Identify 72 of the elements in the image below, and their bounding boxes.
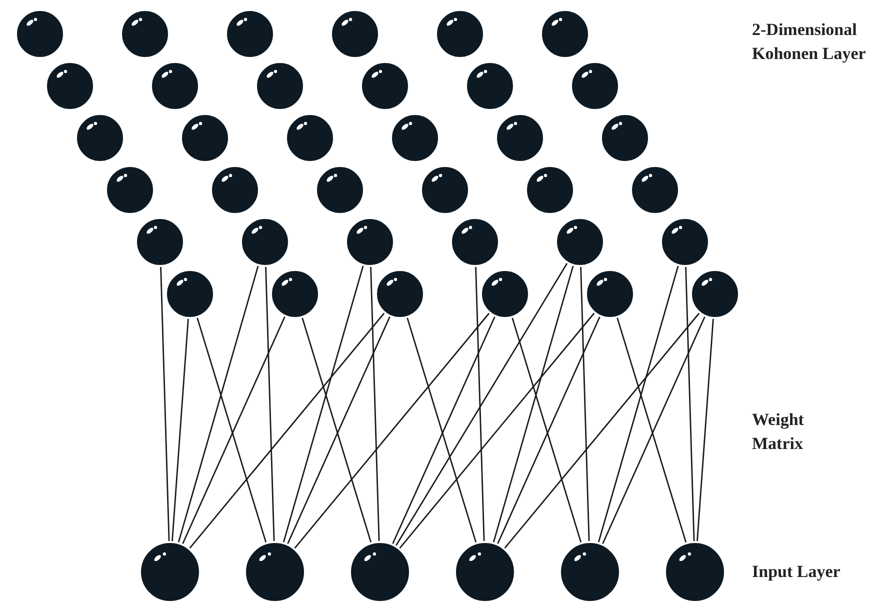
neuron-sphere [450, 217, 500, 267]
connection-line [392, 316, 496, 545]
connection-line [511, 316, 582, 544]
neuron-sphere [240, 217, 290, 267]
neuron-sphere [360, 61, 410, 111]
connection-line [492, 264, 574, 544]
neuron-sphere [270, 269, 320, 319]
neuron-sphere [315, 165, 365, 215]
neuron-sphere [690, 269, 740, 319]
neuron-sphere [585, 269, 635, 319]
neuron-sphere [45, 61, 95, 111]
neuron-sphere [75, 113, 125, 163]
connection-line [504, 312, 700, 550]
connection-line [188, 312, 386, 550]
connection-line [171, 318, 189, 542]
connection-line [301, 316, 372, 544]
neuron-sphere [555, 217, 605, 267]
neuron-sphere [630, 165, 680, 215]
neuron-sphere [105, 165, 155, 215]
neuron-sphere [225, 9, 275, 59]
connection-line [394, 262, 568, 547]
connection-line [696, 318, 714, 542]
neuron-sphere [570, 61, 620, 111]
connection-line [580, 266, 590, 542]
layer-label: 2-Dimensional Kohonen Layer [752, 19, 867, 65]
neuron-sphere [139, 541, 201, 603]
connection-line [616, 316, 687, 544]
neuron-sphere [375, 269, 425, 319]
neuron-sphere [135, 217, 185, 267]
connection-line [182, 316, 286, 545]
neuron-sphere [349, 541, 411, 603]
connection-line [370, 266, 380, 542]
neuron-sphere [525, 165, 575, 215]
neuron-sphere [540, 9, 590, 59]
neuron-sphere [165, 269, 215, 319]
neuron-sphere [495, 113, 545, 163]
layer-label: Weight Matrix [752, 409, 805, 455]
neuron-sphere [120, 9, 170, 59]
neuron-sphere [480, 269, 530, 319]
neuron-sphere [600, 113, 650, 163]
connection-line [286, 316, 391, 545]
neuron-sphere [660, 217, 710, 267]
connection-line [496, 316, 601, 545]
layer-label: Input Layer [752, 561, 842, 583]
connection-line [598, 264, 680, 544]
neuron-sphere [390, 113, 440, 163]
connection-line [282, 264, 364, 544]
neuron-sphere [285, 113, 335, 163]
neuron-sphere [420, 165, 470, 215]
neuron-sphere [330, 9, 380, 59]
neuron-sphere [210, 165, 260, 215]
neuron-sphere [664, 541, 726, 603]
connection-line [265, 266, 275, 542]
neuron-sphere [559, 541, 621, 603]
neuron-sphere [345, 217, 395, 267]
connection-line [178, 264, 260, 544]
neuron-sphere [180, 113, 230, 163]
connection-line [406, 316, 477, 544]
connection-line [602, 316, 706, 545]
neuron-sphere [454, 541, 516, 603]
neuron-sphere [244, 541, 306, 603]
neuron-sphere [435, 9, 485, 59]
neuron-sphere [15, 9, 65, 59]
connection-line [196, 316, 267, 544]
connection-line [294, 312, 490, 550]
connection-line [160, 266, 170, 542]
neuron-sphere [255, 61, 305, 111]
connection-line [398, 312, 596, 550]
neuron-sphere [465, 61, 515, 111]
neuron-sphere [150, 61, 200, 111]
connection-line [685, 266, 695, 542]
connection-line [475, 266, 485, 542]
